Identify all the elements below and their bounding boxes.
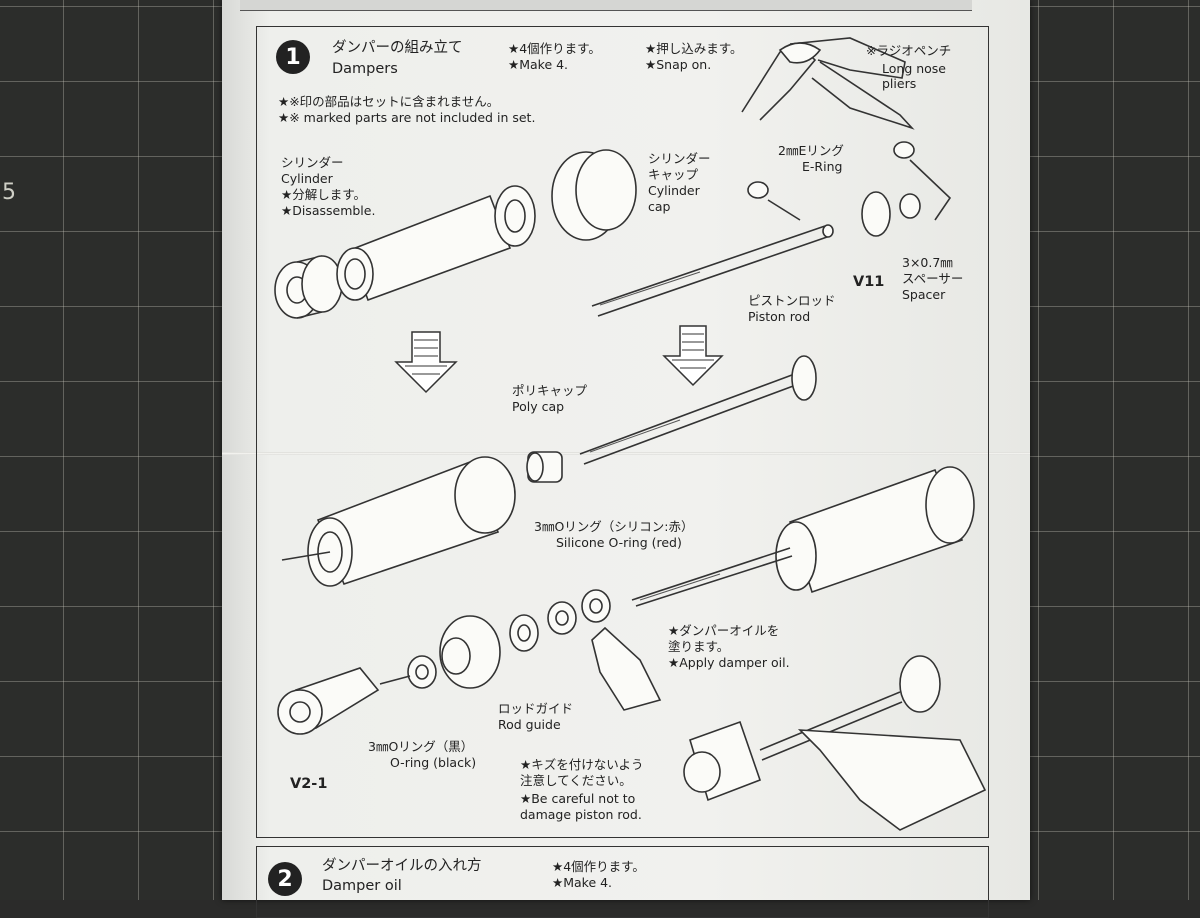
rod-end-drawing [277,667,411,735]
cylinder-cap-label-jp1: シリンダー [648,151,711,166]
part-code-v2-1: V2-1 [290,776,328,792]
step1-title-en: Dampers [332,61,398,77]
black-oring-label-jp: 3㎜Oリング（黒） [368,739,474,754]
piston-rod-upper-drawing [591,141,952,317]
spacer-label-en: Spacer [902,287,946,302]
poly-cap-label-en: Poly cap [512,399,565,414]
spacer-label-jp: スペーサー [902,271,964,286]
previous-section-band [240,0,972,11]
pliers-label-en1: Long nose [882,61,946,76]
snap-on-en: ★Snap on. [645,57,712,72]
step2-number-badge: 2 [268,862,302,896]
cylinder-label-en: Cylinder [281,171,333,186]
pliers-rod-bottom-drawing [683,655,987,831]
spacer-size-label: 3×0.7㎜ [902,255,953,270]
seal-parts-drawing [407,589,611,689]
piston-rod-label-en: Piston rod [748,309,811,324]
step1-make4-en: ★Make 4. [508,57,569,72]
pliers-label-jp: ※ラジオペンチ [866,43,952,58]
cylinder-cap-label-en2: cap [648,199,671,214]
down-arrow-left [394,331,458,394]
step1-frame [256,26,989,838]
snap-on-jp: ★押し込みます。 [645,41,743,56]
step1-number-badge: 1 [276,40,310,74]
cylinder-cap-label-jp2: キャップ [648,167,699,182]
step1-make4-jp: ★4個作ります。 [508,41,601,56]
rod-guide-label-jp: ロッドガイド [498,701,574,716]
black-oring-label-en: O-ring (black) [390,755,477,770]
careful-note-en2: damage piston rod. [520,807,642,822]
step2-title-jp: ダンパーオイルの入れ方 [322,858,482,874]
apply-oil-jp1: ★ダンパーオイルを [668,623,780,638]
careful-note-jp1: ★キズを付けないよう [520,757,644,772]
pliers-label-en2: pliers [882,76,917,91]
step1-title-jp: ダンパーの組み立て [332,40,463,56]
e-ring-label-jp: 2㎜Eリング [778,143,844,158]
step2-title-en: Damper oil [322,878,402,894]
careful-note-en1: ★Be careful not to [520,791,636,806]
cylinder-upper-drawing [274,149,637,319]
poly-cap-label-jp: ポリキャップ [512,383,588,398]
apply-oil-en: ★Apply damper oil. [668,655,790,670]
damper-oil-bottle-drawing [591,626,662,711]
silicone-oring-label-en: Silicone O-ring (red) [556,535,682,550]
piston-rod-middle-drawing [579,355,817,465]
step2-make4-en: ★Make 4. [552,875,613,890]
careful-note-jp2: 注意してください。 [520,773,632,788]
disassemble-jp: ★分解します。 [281,187,366,202]
step2-make4-jp: ★4個作ります。 [552,859,645,874]
disassemble-en: ★Disassemble. [281,203,376,218]
cylinder-cap-label-en1: Cylinder [648,183,700,198]
not-included-note-jp: ★※印の部品はセットに含まれません。 [278,94,500,109]
not-included-note-en: ★※ marked parts are not included in set. [278,110,536,125]
rod-guide-label-en: Rod guide [498,717,561,732]
cylinder-middle-left-drawing [281,456,516,587]
apply-oil-jp2: 塗ります。 [668,639,730,654]
damper-right-drawing [631,466,975,607]
poly-cap-drawing [526,451,563,483]
silicone-oring-label-jp: 3㎜Oリング（シリコン:赤） [534,519,694,534]
down-arrow-right [662,325,724,387]
paper-fold-line [222,452,1030,455]
piston-rod-label-jp: ピストンロッド [748,293,836,308]
part-code-v11: V11 [853,274,885,290]
long-nose-pliers-drawing [741,37,915,130]
cylinder-label-jp: シリンダー [281,155,344,170]
mat-ruler-number: 5 [2,180,16,205]
e-ring-label-en: E-Ring [802,159,843,174]
